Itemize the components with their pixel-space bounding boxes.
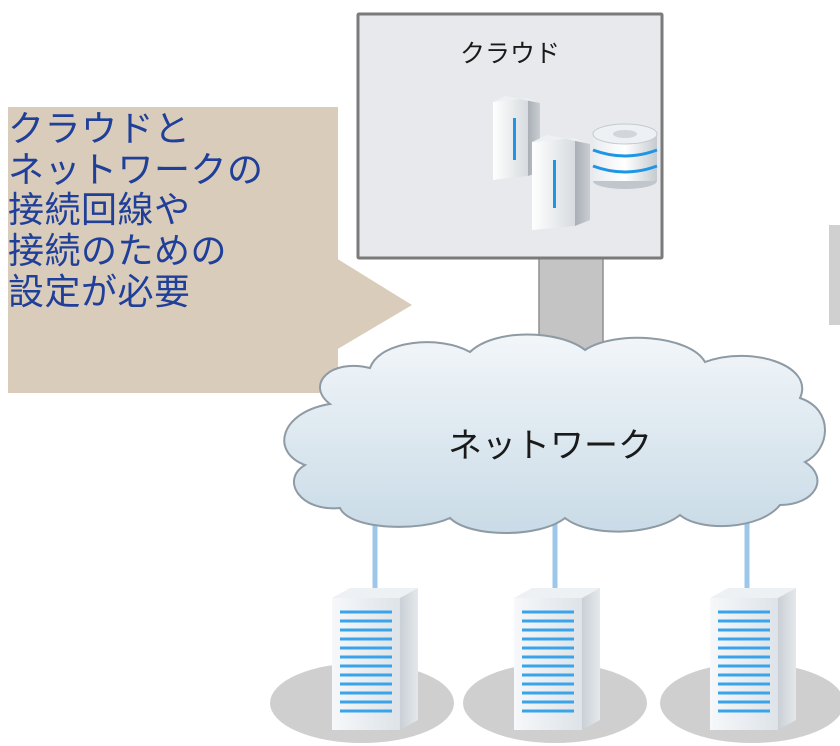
server-tower-icon — [660, 588, 840, 743]
server-tower-icon — [270, 588, 454, 743]
callout-text: クラウドと ネットワークの 接続回線や 接続のための 設定が必要 — [8, 109, 338, 313]
partial-box-right — [829, 225, 840, 325]
cloud-box-label: クラウド — [459, 39, 560, 68]
callout-line: 設定が必要 — [8, 271, 191, 313]
callout-line: ネットワークの — [8, 149, 264, 191]
callout-line: クラウドと — [8, 109, 191, 150]
database-icon — [592, 123, 658, 189]
callout-line: 接続のための — [8, 231, 228, 273]
server-icon — [532, 135, 590, 230]
callout-bubble — [8, 107, 412, 393]
server-tower-icon — [463, 588, 647, 743]
network-cloud — [283, 333, 826, 534]
network-label: ネットワーク — [448, 426, 652, 466]
callout-line: 接続回線や — [8, 190, 191, 232]
